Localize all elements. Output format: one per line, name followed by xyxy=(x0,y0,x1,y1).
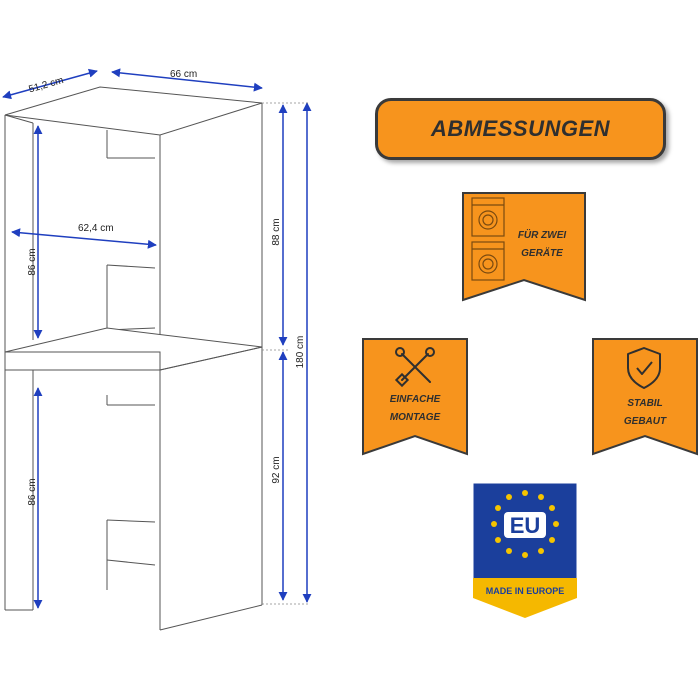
badge-assembly-line2: MONTAGE xyxy=(390,412,441,423)
title-banner: ABMESSUNGEN xyxy=(375,98,666,160)
lower-section-label: 92 cm xyxy=(271,456,282,483)
badge-assembly-line1: EINFACHE xyxy=(390,394,441,405)
eu-caption: MADE IN EUROPE xyxy=(486,586,565,596)
width-arrow xyxy=(111,68,263,92)
badge-two-devices-line1: FÜR ZWEI xyxy=(518,228,567,241)
lower-inner-height-label: 86 cm xyxy=(27,478,38,505)
badge-two-devices-line2: GERÄTE xyxy=(521,246,563,259)
shield-check-icon xyxy=(627,347,661,389)
eu-code: EU xyxy=(510,513,541,538)
dimension-arrows xyxy=(2,68,312,609)
total-height-label: 180 cm xyxy=(295,336,306,369)
upper-inner-height-label: 86 cm xyxy=(27,248,38,275)
cabinet-outline xyxy=(4,86,263,631)
depth-label: 51,2 cm xyxy=(28,75,65,95)
upper-section-label: 88 cm xyxy=(271,218,282,245)
badge-assembly: EINFACHE MONTAGE xyxy=(362,338,468,456)
tools-icon xyxy=(394,347,435,388)
badge-sturdy-line2: GEBAUT xyxy=(624,416,667,427)
depth-arrow xyxy=(2,68,98,100)
inner-width-label: 62,4 cm xyxy=(78,223,114,234)
eu-stars xyxy=(491,490,559,558)
page-title: ABMESSUNGEN xyxy=(430,116,611,141)
stacked-washing-machines-icon xyxy=(471,197,505,281)
badge-sturdy: STABIL GEBAUT xyxy=(592,338,698,456)
made-in-europe-badge: EU MADE IN EUROPE xyxy=(472,482,578,619)
badge-two-devices: FÜR ZWEI GERÄTE xyxy=(462,192,586,302)
badge-sturdy-line1: STABIL xyxy=(627,398,662,409)
width-label: 66 cm xyxy=(170,69,197,80)
